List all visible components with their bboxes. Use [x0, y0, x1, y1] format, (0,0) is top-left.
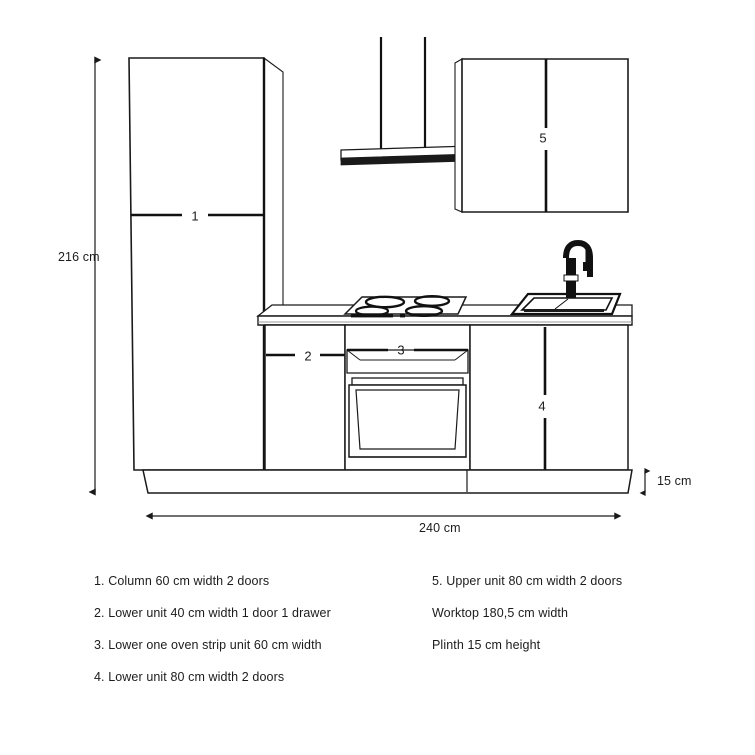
sink-drain-line	[554, 298, 569, 310]
lower-unit-80-face	[469, 324, 629, 471]
plinth-face	[142, 469, 633, 494]
oven-panel-bevel-tr	[454, 349, 469, 361]
burner-back-left	[364, 295, 406, 309]
part-number-4: 4	[538, 398, 545, 413]
legend-item: 3. Lower one oven strip unit 60 cm width	[94, 638, 322, 652]
upper-unit-front-face	[461, 58, 629, 213]
dimension-plinth-label: 15 cm	[657, 474, 692, 488]
hob-cooktop	[343, 295, 468, 318]
sink-assembly	[509, 239, 622, 316]
legend-item: 2. Lower unit 40 cm width 1 door 1 drawe…	[94, 606, 331, 620]
legend-item: 5. Upper unit 80 cm width 2 doors	[432, 574, 623, 588]
faucet-gooseneck	[563, 239, 593, 277]
oven-control-panel	[346, 349, 469, 374]
hob-control-strip	[351, 314, 393, 318]
legend-column-left: 1. Column 60 cm width 2 doors 2. Lower u…	[94, 575, 424, 703]
part-number-3: 3	[397, 342, 404, 357]
column-front-face	[128, 57, 265, 471]
legend-item: Worktop 180,5 cm width	[432, 606, 569, 620]
upper-unit-side-panel	[454, 58, 463, 213]
lower-unit-80: 4	[469, 324, 629, 471]
oven-door-window	[355, 389, 460, 450]
hob-plate	[343, 296, 468, 315]
legend: 1. Column 60 cm width 2 doors 2. Lower u…	[0, 575, 755, 715]
part-number-2: 2	[304, 348, 311, 363]
legend-item: 4. Lower unit 80 cm width 2 doors	[94, 670, 285, 684]
dimension-width-label: 240 cm	[419, 521, 461, 535]
part-number-5: 5	[539, 130, 546, 145]
oven-strip-unit: 3	[344, 324, 471, 471]
oven-panel-bevel-tl	[346, 349, 361, 361]
legend-item: 1. Column 60 cm width 2 doors	[94, 574, 270, 588]
burner-front-right	[404, 305, 444, 318]
tall-column-unit: 1	[128, 56, 284, 471]
extractor-hood	[340, 37, 471, 166]
dimension-height-label: 216 cm	[58, 250, 100, 264]
faucet-lever-base	[583, 262, 592, 271]
legend-column-right: 5. Upper unit 80 cm width 2 doors Workto…	[432, 575, 732, 671]
hob-indicator	[400, 314, 405, 318]
worktop-front-edge	[257, 315, 633, 326]
faucet-detail	[563, 274, 579, 282]
plinth	[142, 469, 633, 494]
part-number-1: 1	[191, 208, 198, 223]
oven-door-handle	[351, 377, 464, 386]
upper-wall-unit: 5	[454, 58, 629, 213]
legend-item: Plinth 15 cm height	[432, 638, 541, 652]
sink-basin-shadow	[524, 309, 604, 312]
lower-unit-40-face	[264, 324, 346, 471]
lower-unit-40: 2	[264, 324, 346, 471]
